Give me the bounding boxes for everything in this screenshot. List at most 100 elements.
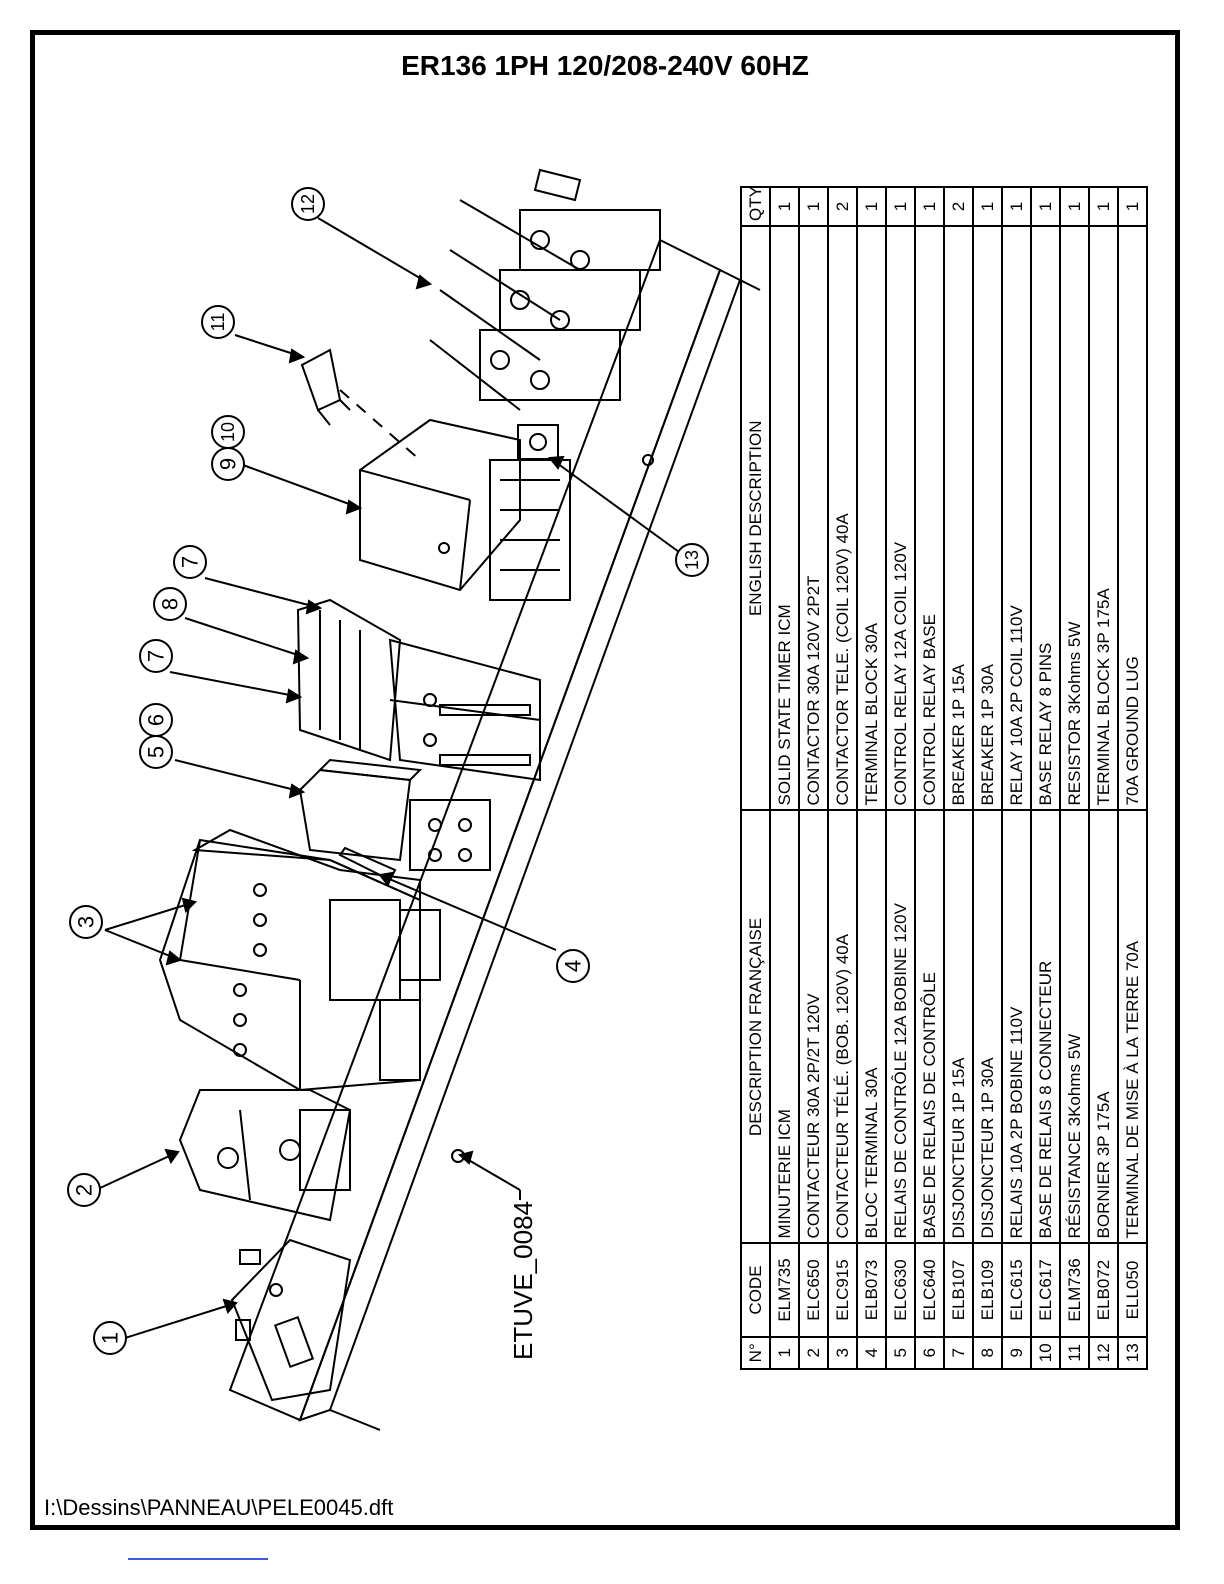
callout-circle-7b <box>173 545 207 579</box>
callout-label: 3 <box>74 916 99 928</box>
drawing-reference: ETUVE_0084 <box>508 1201 538 1360</box>
callout-circle-2 <box>67 1173 101 1207</box>
cell-code: ELB109 <box>973 1243 1002 1337</box>
cell-num: 12 <box>1089 1336 1118 1369</box>
resistor-insert-path <box>339 389 421 461</box>
parts-table-header: N° CODE DESCRIPTION FRANÇAISE ENGLISH DE… <box>741 187 770 1369</box>
part-breakers <box>296 598 541 782</box>
callout-circle-11 <box>201 305 235 339</box>
callout-circle-13 <box>675 543 709 577</box>
part-contactor-2p <box>178 1089 352 1222</box>
callout-label: 12 <box>298 194 318 214</box>
callout-label: 7 <box>144 650 169 662</box>
part-contactors-40a <box>158 828 441 1092</box>
cell-num: 1 <box>770 1336 799 1369</box>
cell-num: 5 <box>886 1336 915 1369</box>
cell-code: ELB107 <box>944 1243 973 1337</box>
cell-fr: MINUTERIE ICM <box>770 810 799 1244</box>
cell-qty: 1 <box>973 187 1002 226</box>
cell-en: BASE RELAY 8 PINS <box>1031 226 1060 811</box>
cell-en: 70A GROUND LUG <box>1118 226 1147 811</box>
callout-circle-8 <box>153 587 187 621</box>
callout-circle-10 <box>211 415 245 449</box>
link-underline <box>128 1558 268 1560</box>
cell-code: ELC630 <box>886 1243 915 1337</box>
cell-num: 6 <box>915 1336 944 1369</box>
cell-num: 7 <box>944 1336 973 1369</box>
cell-en: TERMINAL BLOCK 30A <box>857 226 886 811</box>
cell-en: BREAKER 1P 30A <box>973 226 1002 811</box>
callout-circle-6 <box>139 703 173 737</box>
cell-fr: TERMINAL DE MISE À LA TERRE 70A <box>1118 810 1147 1244</box>
header-num: N° <box>741 1336 770 1369</box>
cell-num: 2 <box>799 1336 828 1369</box>
parts-table-wrap: N° CODE DESCRIPTION FRANÇAISE ENGLISH DE… <box>740 186 1147 1370</box>
cell-num: 8 <box>973 1336 1002 1369</box>
cell-num: 10 <box>1031 1336 1060 1369</box>
part-terminal-block-30a <box>338 846 397 882</box>
callout-label: 6 <box>144 714 169 726</box>
callout-circle-7a <box>139 639 173 673</box>
part-control-relay <box>298 758 491 871</box>
callout-labels: 1 2 3 4 5 6 7 8 7 9 10 11 12 13 <box>72 194 703 1344</box>
header-en: ENGLISH DESCRIPTION <box>741 226 770 811</box>
callout-label: 7 <box>178 556 203 568</box>
cell-en: RELAY 10A 2P COIL 110V <box>1002 226 1031 811</box>
cell-code: ELC650 <box>799 1243 828 1337</box>
cell-qty: 2 <box>944 187 973 226</box>
cell-fr: BLOC TERMINAL 30A <box>857 810 886 1244</box>
part-ground-lug <box>517 424 559 460</box>
cell-code: ELC615 <box>1002 1243 1031 1337</box>
callout-circle-12 <box>291 187 325 221</box>
callout-circle-4 <box>556 949 590 983</box>
cell-fr: BASE DE RELAIS DE CONTRÔLE <box>915 810 944 1244</box>
cell-code: ELC617 <box>1031 1243 1060 1337</box>
cell-fr: BASE DE RELAIS 8 CONNECTEUR <box>1031 810 1060 1244</box>
cell-en: BREAKER 1P 15A <box>944 226 973 811</box>
cell-code: ELL050 <box>1118 1243 1147 1337</box>
cell-en: CONTACTOR 30A 120V 2P2T <box>799 226 828 811</box>
callout-circle-3 <box>69 905 103 939</box>
callout-label: 5 <box>144 746 169 758</box>
callout-label: 11 <box>208 313 228 332</box>
cell-code: ELM735 <box>770 1243 799 1337</box>
cell-num: 13 <box>1118 1336 1147 1369</box>
cell-en: CONTROL RELAY BASE <box>915 226 944 811</box>
cell-code: ELC915 <box>828 1243 857 1337</box>
cell-num: 3 <box>828 1336 857 1369</box>
cell-fr: CONTACTEUR TÉLÉ. (BOB. 120V) 40A <box>828 810 857 1244</box>
cell-fr: RELAIS 10A 2P BOBINE 110V <box>1002 810 1031 1244</box>
cell-qty: 1 <box>799 187 828 226</box>
cell-fr: DISJONCTEUR 1P 15A <box>944 810 973 1244</box>
part-resistor <box>300 348 351 426</box>
cell-qty: 2 <box>828 187 857 226</box>
cell-fr: BORNIER 3P 175A <box>1089 810 1118 1244</box>
cell-en: RESISTOR 3Kohms 5W <box>1060 226 1089 811</box>
part-terminal-block-3p <box>429 199 661 411</box>
header-qty: QTY <box>741 187 770 226</box>
callout-label: 8 <box>158 598 183 610</box>
header-code: CODE <box>741 1243 770 1337</box>
cell-qty: 1 <box>1002 187 1031 226</box>
cell-qty: 1 <box>1031 187 1060 226</box>
cell-en: CONTROL RELAY 12A COIL 120V <box>886 226 915 811</box>
cell-fr: RÉSISTANCE 3Kohms 5W <box>1060 810 1089 1244</box>
cell-qty: 1 <box>1089 187 1118 226</box>
cell-en: SOLID STATE TIMER ICM <box>770 226 799 811</box>
parts-table: N° CODE DESCRIPTION FRANÇAISE ENGLISH DE… <box>740 186 1148 1370</box>
callout-circles <box>67 187 709 1355</box>
leader-lines <box>99 217 691 1339</box>
